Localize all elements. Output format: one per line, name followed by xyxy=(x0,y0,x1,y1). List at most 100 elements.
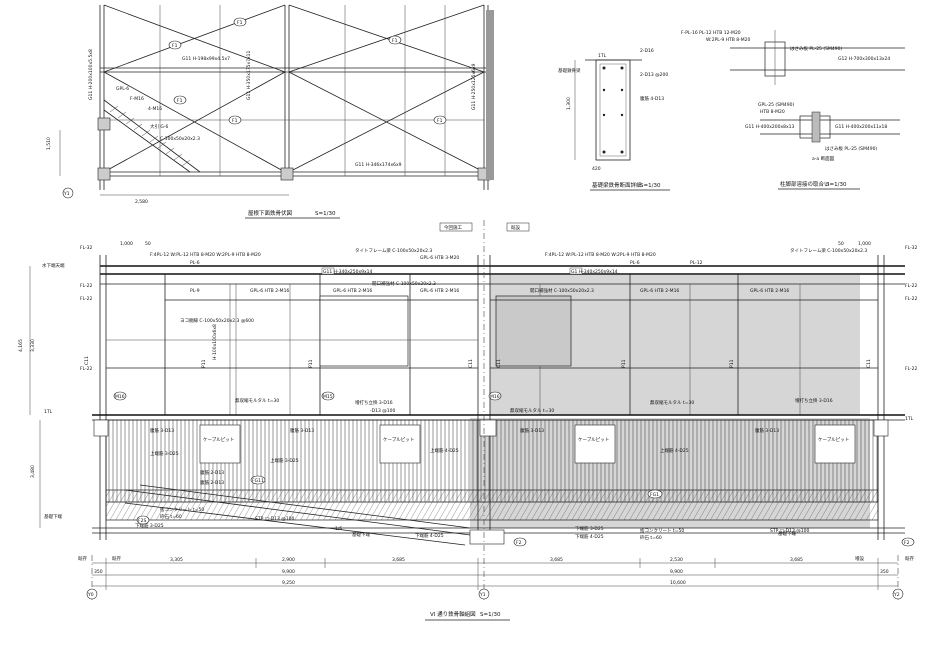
svg-text:350: 350 xyxy=(880,569,889,575)
svg-text:STP □-D13 @100: STP □-D13 @100 xyxy=(255,516,294,522)
svg-text:3,685: 3,685 xyxy=(550,557,563,563)
svg-text:増打ち立掛 3-D16: 増打ち立掛 3-D16 xyxy=(795,397,833,404)
cable-pit-labels: ケーブルピット ケーブルピット ケーブルピット ケーブルピット xyxy=(203,436,849,443)
svg-text:P11: P11 xyxy=(201,359,207,368)
svg-text:F1: F1 xyxy=(237,20,243,26)
dims-row3: 9,250 10,600 xyxy=(282,580,686,586)
main-scale: S=1/30 xyxy=(480,612,501,618)
top-plan-scale: S=1/30 xyxy=(315,211,336,217)
svg-text:PL-9: PL-9 xyxy=(190,288,200,294)
svg-text:FL-32: FL-32 xyxy=(905,245,918,251)
svg-text:無収縮モルタル t=30: 無収縮モルタル t=30 xyxy=(510,407,554,414)
svg-text:GPL-6 HTB 2-M16: GPL-6 HTB 2-M16 xyxy=(250,288,289,294)
svg-text:4-M16: 4-M16 xyxy=(148,106,162,112)
svg-text:PL-6: PL-6 xyxy=(630,260,640,266)
svg-text:50: 50 xyxy=(145,241,151,247)
svg-text:上端筋 4-D25: 上端筋 4-D25 xyxy=(430,447,459,454)
svg-text:P11: P11 xyxy=(729,359,735,368)
svg-text:G1 H-340x250x9x14: G1 H-340x250x9x14 xyxy=(571,269,618,275)
svg-text:砕石 t=60: 砕石 t=60 xyxy=(640,534,662,541)
svg-text:W:2PL-9 HTB 8-M20: W:2PL-9 HTB 8-M20 xyxy=(706,37,751,43)
svg-text:増設: 増設 xyxy=(855,555,864,562)
svg-text:FL-22: FL-22 xyxy=(80,366,93,372)
svg-text:2-D13 @200: 2-D13 @200 xyxy=(640,72,668,78)
svg-text:腹筋 2-D13: 腹筋 2-D13 xyxy=(200,469,224,476)
svg-text:捨コンクリート t=50: 捨コンクリート t=50 xyxy=(640,527,684,534)
svg-text:1TL: 1TL xyxy=(598,53,607,59)
svg-text:STP □-D13 @100: STP □-D13 @100 xyxy=(770,528,809,534)
top-plan-view: 2,580 1,510 G11 H-198x99x4.5x7 G11 H-350… xyxy=(46,4,494,219)
svg-text:FG1: FG1 xyxy=(650,492,659,498)
svg-text:腹筋 3-D13: 腹筋 3-D13 xyxy=(755,427,779,434)
svg-text:10,600: 10,600 xyxy=(670,580,686,586)
svg-text:腹筋 3-D13: 腹筋 3-D13 xyxy=(290,427,314,434)
label-existing: 既設 xyxy=(511,224,520,231)
svg-text:既存: 既存 xyxy=(112,555,121,562)
plan-grid: Y1 xyxy=(63,191,70,197)
svg-text:G11 H-340x250x9x14: G11 H-340x250x9x14 xyxy=(323,269,373,275)
section-detail-title: 基礎梁鉄骨断面詳細 xyxy=(592,181,642,189)
svg-text:M16: M16 xyxy=(115,394,125,400)
svg-text:ヨコ胴縁 C-100x50x20x2.3 @600: ヨコ胴縁 C-100x50x20x2.3 @600 xyxy=(180,317,254,324)
svg-text:F:4PL-12 W:PL-12 HTB 8-M20 W:: F:4PL-12 W:PL-12 HTB 8-M20 W:2PL-9 HTB 8… xyxy=(545,252,656,258)
section-detail-scale: S=1/30 xyxy=(640,183,661,189)
plan-member-2: G11 H-350x175x7x11 xyxy=(246,50,252,100)
label-new-work: 今回施工 xyxy=(444,224,462,231)
svg-text:GPL-6 HTB 2-M16: GPL-6 HTB 2-M16 xyxy=(750,288,789,294)
svg-text:下端筋 3-D25: 下端筋 3-D25 xyxy=(575,525,604,532)
svg-text:2,900: 2,900 xyxy=(282,557,295,563)
svg-text:F2S: F2S xyxy=(138,518,146,524)
svg-text:上端筋 4-D25: 上端筋 4-D25 xyxy=(660,447,689,454)
svg-text:1/6: 1/6 xyxy=(335,526,342,532)
svg-text:M16: M16 xyxy=(490,394,500,400)
svg-text:Y0: Y0 xyxy=(87,592,94,598)
svg-text:PL-12: PL-12 xyxy=(690,260,703,266)
svg-text:開口補強材 C-100x50x20x2.3: 開口補強材 C-100x50x20x2.3 xyxy=(372,280,436,287)
svg-text:1TL: 1TL xyxy=(44,409,53,415)
svg-text:F-M16: F-M16 xyxy=(130,96,144,102)
svg-text:ケーブルピット: ケーブルピット xyxy=(818,436,849,443)
svg-text:Y2: Y2 xyxy=(893,592,900,598)
svg-text:3,305: 3,305 xyxy=(170,557,183,563)
svg-text:G11 H-400x200x8x13: G11 H-400x200x8x13 xyxy=(745,124,795,130)
plan-dim-2530: 2,580 xyxy=(135,199,148,205)
svg-text:GPL-6 HTB 2-M16: GPL-6 HTB 2-M16 xyxy=(420,288,459,294)
svg-text:開口補強材 C-100x50x20x2.3: 開口補強材 C-100x50x20x2.3 xyxy=(530,287,594,294)
svg-text:FL-22: FL-22 xyxy=(905,283,918,289)
svg-text:G12 H-700x300x13x24: G12 H-700x300x13x24 xyxy=(838,56,890,62)
svg-text:H-100x100x6x8: H-100x100x6x8 xyxy=(212,324,218,360)
svg-text:GPL-6 HTB 2-M16: GPL-6 HTB 2-M16 xyxy=(333,288,372,294)
svg-text:9,250: 9,250 xyxy=(282,580,295,586)
svg-text:C11: C11 xyxy=(866,359,872,368)
svg-text:9,900: 9,900 xyxy=(282,569,295,575)
svg-text:C11: C11 xyxy=(84,356,90,365)
svg-text:F1: F1 xyxy=(392,38,398,44)
svg-text:3,685: 3,685 xyxy=(392,557,405,563)
svg-text:FG11: FG11 xyxy=(252,478,264,484)
svg-text:C11: C11 xyxy=(496,359,502,368)
plan-dim-1510: 1,510 xyxy=(46,137,52,150)
svg-text:GPL-6 HTB 2-M16: GPL-6 HTB 2-M16 xyxy=(640,288,679,294)
svg-text:GPL-6 HTB 3-M20: GPL-6 HTB 3-M20 xyxy=(420,255,459,261)
svg-text:GPL-25 (SM490): GPL-25 (SM490) xyxy=(758,102,794,108)
svg-text:無収縮モルタル t=30: 無収縮モルタル t=30 xyxy=(650,399,694,406)
svg-text:350: 350 xyxy=(94,569,103,575)
svg-text:タイトフレーム梁 C-100x50x20x2.3: タイトフレーム梁 C-100x50x20x2.3 xyxy=(355,247,432,254)
plan-member-3: G11 H-250x125x6x9 xyxy=(471,63,477,110)
svg-text:水下端天端: 水下端天端 xyxy=(42,262,65,269)
svg-text:増打ち立掛 3-D16: 増打ち立掛 3-D16 xyxy=(355,399,393,406)
svg-text:Y1: Y1 xyxy=(479,592,486,598)
plan-member-4: G11 H-346x174x6x9 xyxy=(355,162,402,168)
svg-text:9,900: 9,900 xyxy=(670,569,683,575)
svg-text:F1: F1 xyxy=(437,118,443,124)
svg-text:既存: 既存 xyxy=(905,555,914,562)
svg-text:F1: F1 xyxy=(172,43,178,49)
svg-text:下端筋 3-D25: 下端筋 3-D25 xyxy=(135,522,164,529)
grid-bubbles: Y0 Y1 Y2 xyxy=(86,588,904,600)
svg-text:1,000: 1,000 xyxy=(120,241,133,247)
svg-text:腹筋 2-D13: 腹筋 2-D13 xyxy=(200,479,224,486)
svg-text:下端筋 4-D25: 下端筋 4-D25 xyxy=(415,532,444,539)
svg-text:上端筋 3-D25: 上端筋 3-D25 xyxy=(270,457,299,464)
svg-text:砕石 t=60: 砕石 t=60 xyxy=(160,513,182,520)
